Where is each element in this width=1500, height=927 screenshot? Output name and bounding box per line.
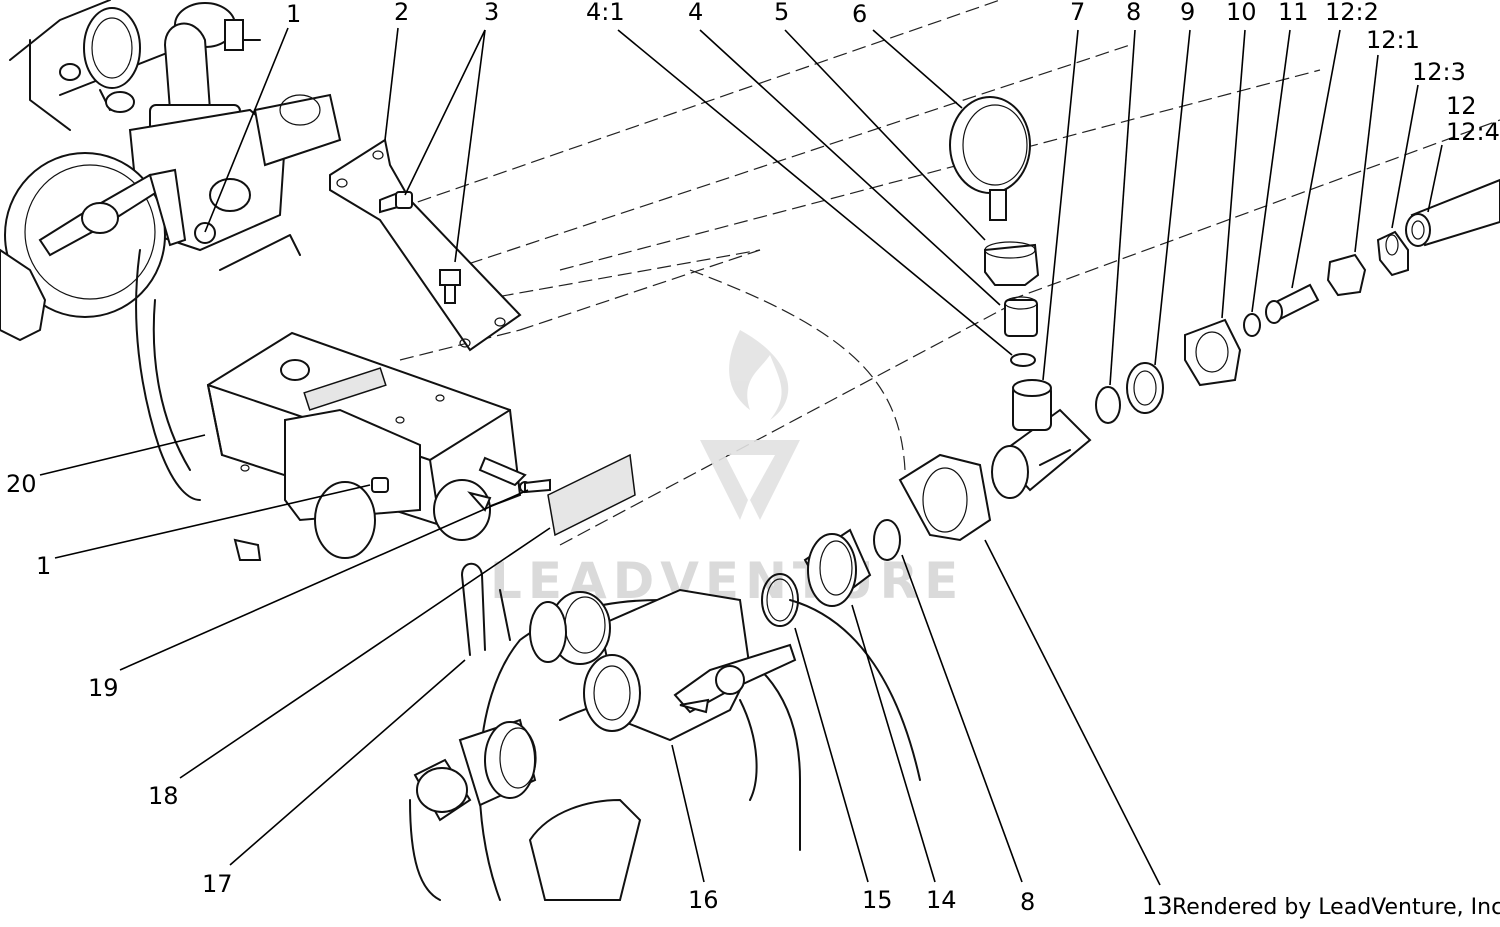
watermark: LEADVENTURE: [490, 330, 958, 610]
o-ring-8-upper: [1095, 386, 1121, 424]
coupling-nut-13: [898, 453, 992, 542]
o-ring-11: [1243, 313, 1261, 337]
ball-valve: [529, 588, 797, 742]
callout-labels: 1 2 3 4:1 4 5 6 7 8 9 10 11 12:2 12:1 12…: [6, 0, 1500, 920]
mounting-bracket: [329, 138, 522, 352]
o-ring-8-lower: [873, 519, 901, 561]
bolts: [379, 191, 461, 304]
decal-plate: [547, 453, 636, 537]
tee-body: [991, 379, 1092, 499]
callout-6: 6: [852, 0, 867, 28]
left-disc-and-handle: [0, 152, 201, 501]
bushing: [1126, 362, 1164, 414]
o-ring-15: [761, 573, 799, 627]
callout-7: 7: [1070, 0, 1085, 26]
callout-13: 13: [1142, 892, 1173, 920]
hose-barb: [1265, 283, 1320, 324]
callout-3: 3: [484, 0, 499, 26]
callout-12-2: 12:2: [1325, 0, 1379, 26]
lower-frame: [409, 599, 921, 901]
dashed-reference-lines: [379, 0, 1500, 546]
hex-nut-10: [1184, 318, 1242, 387]
gauge-nut: [984, 241, 1040, 286]
callout-20: 20: [6, 470, 37, 498]
hose-nut: [1326, 253, 1367, 297]
callout-12-1: 12:1: [1366, 26, 1420, 54]
hose-clamp: [1376, 230, 1409, 277]
lower-left-coupling: [413, 718, 537, 822]
nipple-fitting: [1004, 296, 1038, 337]
callout-12-4: 12:4: [1446, 118, 1500, 146]
callout-1-lower: 1: [36, 552, 51, 580]
callout-4-1: 4:1: [586, 0, 625, 26]
callout-5: 5: [774, 0, 789, 26]
adapter-fitting: [803, 528, 872, 607]
callout-15: 15: [862, 886, 893, 914]
callout-12: 12: [1446, 92, 1477, 120]
callout-11: 11: [1278, 0, 1309, 26]
callout-8-lower: 8: [1020, 888, 1035, 916]
callout-2: 2: [394, 0, 409, 26]
callout-16: 16: [688, 886, 719, 914]
render-credit: Rendered by LeadVenture, Inc.: [1172, 895, 1500, 920]
hairpin-clip: [461, 562, 511, 656]
callout-4: 4: [688, 0, 703, 26]
callout-17: 17: [202, 870, 233, 898]
pressure-gauge: [949, 96, 1031, 221]
callout-19: 19: [88, 674, 119, 702]
hose: [1405, 178, 1500, 247]
callout-12-3: 12:3: [1412, 58, 1466, 86]
callout-1-upper: 1: [286, 0, 301, 28]
callout-8-upper: 8: [1126, 0, 1141, 26]
leader-lines: [39, 27, 1443, 886]
o-ring-4-1: [1010, 353, 1036, 367]
callout-10: 10: [1226, 0, 1257, 26]
callout-14: 14: [926, 886, 957, 914]
callout-9: 9: [1180, 0, 1195, 26]
control-box-bracket: [206, 331, 551, 561]
callout-18: 18: [148, 782, 179, 810]
